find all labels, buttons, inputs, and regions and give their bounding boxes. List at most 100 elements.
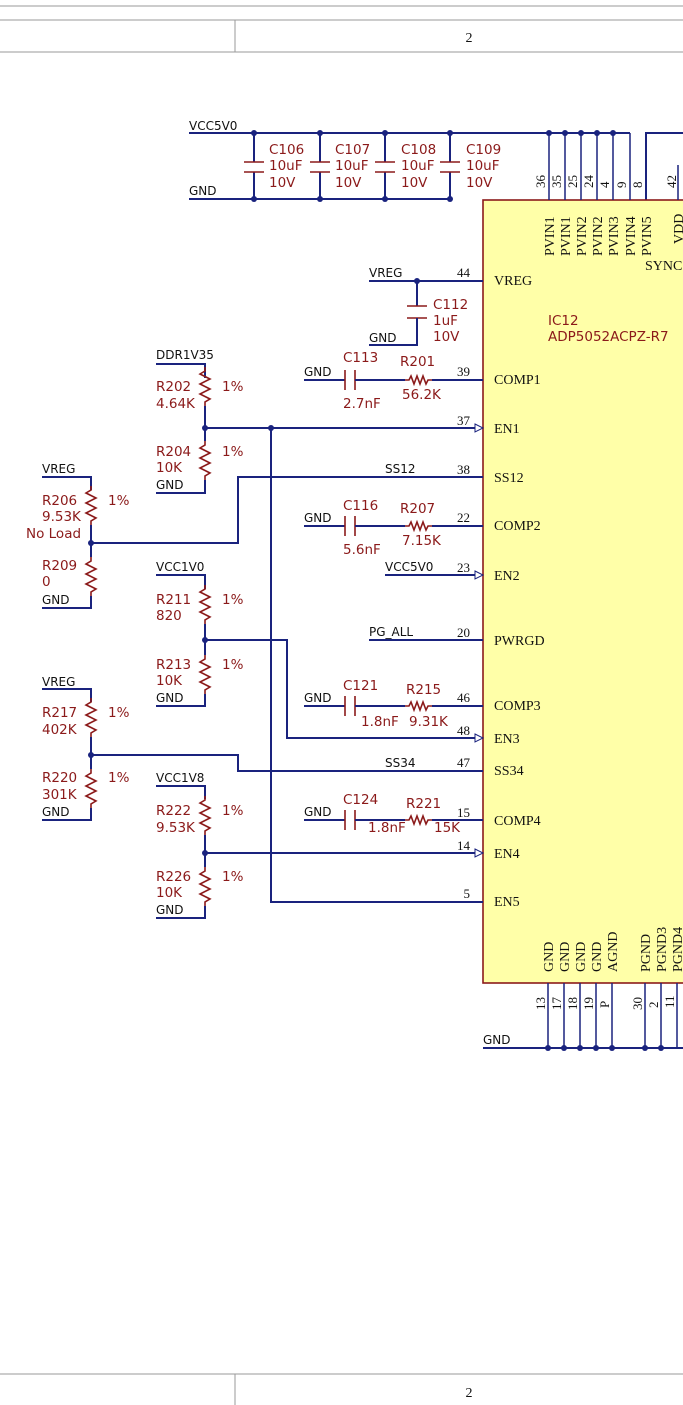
svg-text:10uF: 10uF	[269, 158, 303, 174]
svg-text:25: 25	[565, 175, 580, 188]
svg-text:R221: R221	[406, 796, 441, 812]
gnd-net-label: GND	[189, 184, 217, 198]
svg-text:VCC5V0: VCC5V0	[385, 560, 433, 574]
svg-text:COMP2: COMP2	[494, 519, 541, 534]
bottom-gnd-label: GND	[483, 1033, 511, 1047]
ic12-adp5052: IC12 ADP5052ACPZ-R7 SYNC 36 35 25 24 4 9…	[457, 133, 683, 1051]
svg-text:PVIN2: PVIN2	[591, 216, 606, 256]
svg-text:PVIN4: PVIN4	[624, 216, 639, 256]
svg-text:1%: 1%	[222, 657, 244, 673]
svg-text:C121: C121	[343, 678, 378, 694]
svg-text:10V: 10V	[433, 329, 460, 345]
svg-text:30: 30	[630, 997, 645, 1010]
svg-text:38: 38	[457, 462, 470, 477]
ic12-bottom-pins: GND 13 17 18 19 P 30 2 11 GND GND GND GN…	[483, 927, 683, 1051]
svg-text:GND: GND	[574, 942, 589, 972]
svg-text:PVIN1: PVIN1	[559, 216, 574, 256]
svg-text:GND: GND	[304, 365, 332, 379]
svg-text:VREG: VREG	[42, 462, 75, 476]
svg-text:47: 47	[457, 755, 471, 770]
svg-text:35: 35	[549, 175, 564, 188]
svg-text:10uF: 10uF	[466, 158, 500, 174]
top-zone-border	[0, 19, 683, 53]
capacitor-c108: C108 10uF 10V	[375, 133, 436, 199]
svg-text:9: 9	[614, 182, 629, 189]
svg-text:R204: R204	[156, 444, 191, 460]
svg-text:R215: R215	[406, 682, 441, 698]
svg-text:GND: GND	[42, 805, 70, 819]
vreg-decoupling: VREG GND C112 1uF 10V	[369, 266, 483, 346]
ss12-divider: VREG GND SS12 R206 9.53K No Load 1% R209…	[26, 462, 483, 609]
svg-text:10K: 10K	[156, 460, 183, 476]
svg-text:1%: 1%	[108, 493, 130, 509]
svg-text:17: 17	[549, 997, 564, 1011]
svg-text:DDR1V35: DDR1V35	[156, 348, 214, 362]
ic12-part-number: ADP5052ACPZ-R7	[548, 329, 669, 345]
svg-text:1%: 1%	[222, 444, 244, 460]
svg-text:10K: 10K	[156, 885, 183, 901]
comp3-network: GND C121 1.8nF R215 9.31K	[304, 678, 483, 730]
svg-text:C124: C124	[343, 792, 378, 808]
svg-text:EN1: EN1	[494, 422, 520, 437]
svg-text:0: 0	[42, 574, 51, 590]
svg-text:10V: 10V	[335, 175, 362, 191]
svg-text:13: 13	[533, 997, 548, 1010]
svg-text:PGND3: PGND3	[655, 927, 670, 972]
svg-text:4.64K: 4.64K	[156, 396, 196, 412]
svg-text:C113: C113	[343, 350, 378, 366]
svg-text:P: P	[597, 1001, 612, 1008]
svg-text:GND: GND	[590, 942, 605, 972]
svg-text:19: 19	[581, 997, 596, 1010]
comp1-network: GND C113 2.7nF R201 56.2K	[304, 350, 483, 412]
ic12-left-pins: VREG 44 COMP1 39 EN1 37 SS12 38 COMP2 22…	[457, 265, 545, 910]
svg-text:2: 2	[646, 1002, 661, 1009]
svg-text:VREG: VREG	[494, 274, 532, 289]
svg-text:VCC1V0: VCC1V0	[156, 560, 204, 574]
svg-text:42: 42	[664, 175, 679, 188]
svg-text:820: 820	[156, 608, 182, 624]
svg-text:AGND: AGND	[606, 932, 621, 972]
en2-pwrgd-nets: VCC5V0 PG_ALL	[369, 560, 483, 641]
svg-text:No Load: No Load	[26, 526, 81, 542]
svg-text:44: 44	[457, 265, 471, 280]
svg-text:SS34: SS34	[494, 764, 524, 779]
ic12-top-pins: 36 35 25 24 4 9 8 42 PVIN1 PVIN1 PVIN2 P…	[533, 133, 683, 256]
svg-text:PGND4: PGND4	[671, 927, 683, 972]
svg-text:R222: R222	[156, 803, 191, 819]
svg-text:PG_ALL: PG_ALL	[369, 625, 413, 639]
svg-text:C107: C107	[335, 142, 370, 158]
svg-text:GND: GND	[156, 691, 184, 705]
vcc5v0-net-label: VCC5V0	[189, 119, 237, 133]
svg-text:C112: C112	[433, 297, 468, 313]
svg-text:GND: GND	[369, 331, 397, 345]
svg-text:C108: C108	[401, 142, 436, 158]
en1-divider: DDR1V35 GND R202 4.64K 1% R204 10K 1%	[156, 348, 483, 903]
svg-text:R202: R202	[156, 379, 191, 395]
svg-text:15K: 15K	[434, 820, 461, 836]
capacitor-c109: C109 10uF 10V	[440, 133, 501, 199]
svg-text:COMP1: COMP1	[494, 373, 541, 388]
svg-text:R213: R213	[156, 657, 191, 673]
svg-text:R217: R217	[42, 705, 77, 721]
svg-text:C116: C116	[343, 498, 378, 514]
svg-text:8: 8	[630, 182, 645, 189]
svg-text:1%: 1%	[222, 379, 244, 395]
svg-text:SS34: SS34	[385, 756, 416, 770]
svg-text:VREG: VREG	[369, 266, 402, 280]
svg-text:301K: 301K	[42, 787, 78, 803]
svg-text:C109: C109	[466, 142, 501, 158]
svg-text:R207: R207	[400, 501, 435, 517]
sheet-frame: 2 2	[0, 5, 683, 1405]
svg-text:GND: GND	[542, 942, 557, 972]
svg-text:VREG: VREG	[42, 675, 75, 689]
svg-text:11: 11	[662, 995, 677, 1008]
svg-text:48: 48	[457, 723, 470, 738]
svg-text:10V: 10V	[466, 175, 493, 191]
svg-text:R226: R226	[156, 869, 191, 885]
svg-text:PVIN3: PVIN3	[607, 216, 622, 256]
svg-text:1%: 1%	[108, 770, 130, 786]
svg-text:1.8nF: 1.8nF	[368, 820, 406, 836]
svg-text:10K: 10K	[156, 673, 183, 689]
svg-text:24: 24	[581, 175, 596, 189]
svg-text:GND: GND	[558, 942, 573, 972]
